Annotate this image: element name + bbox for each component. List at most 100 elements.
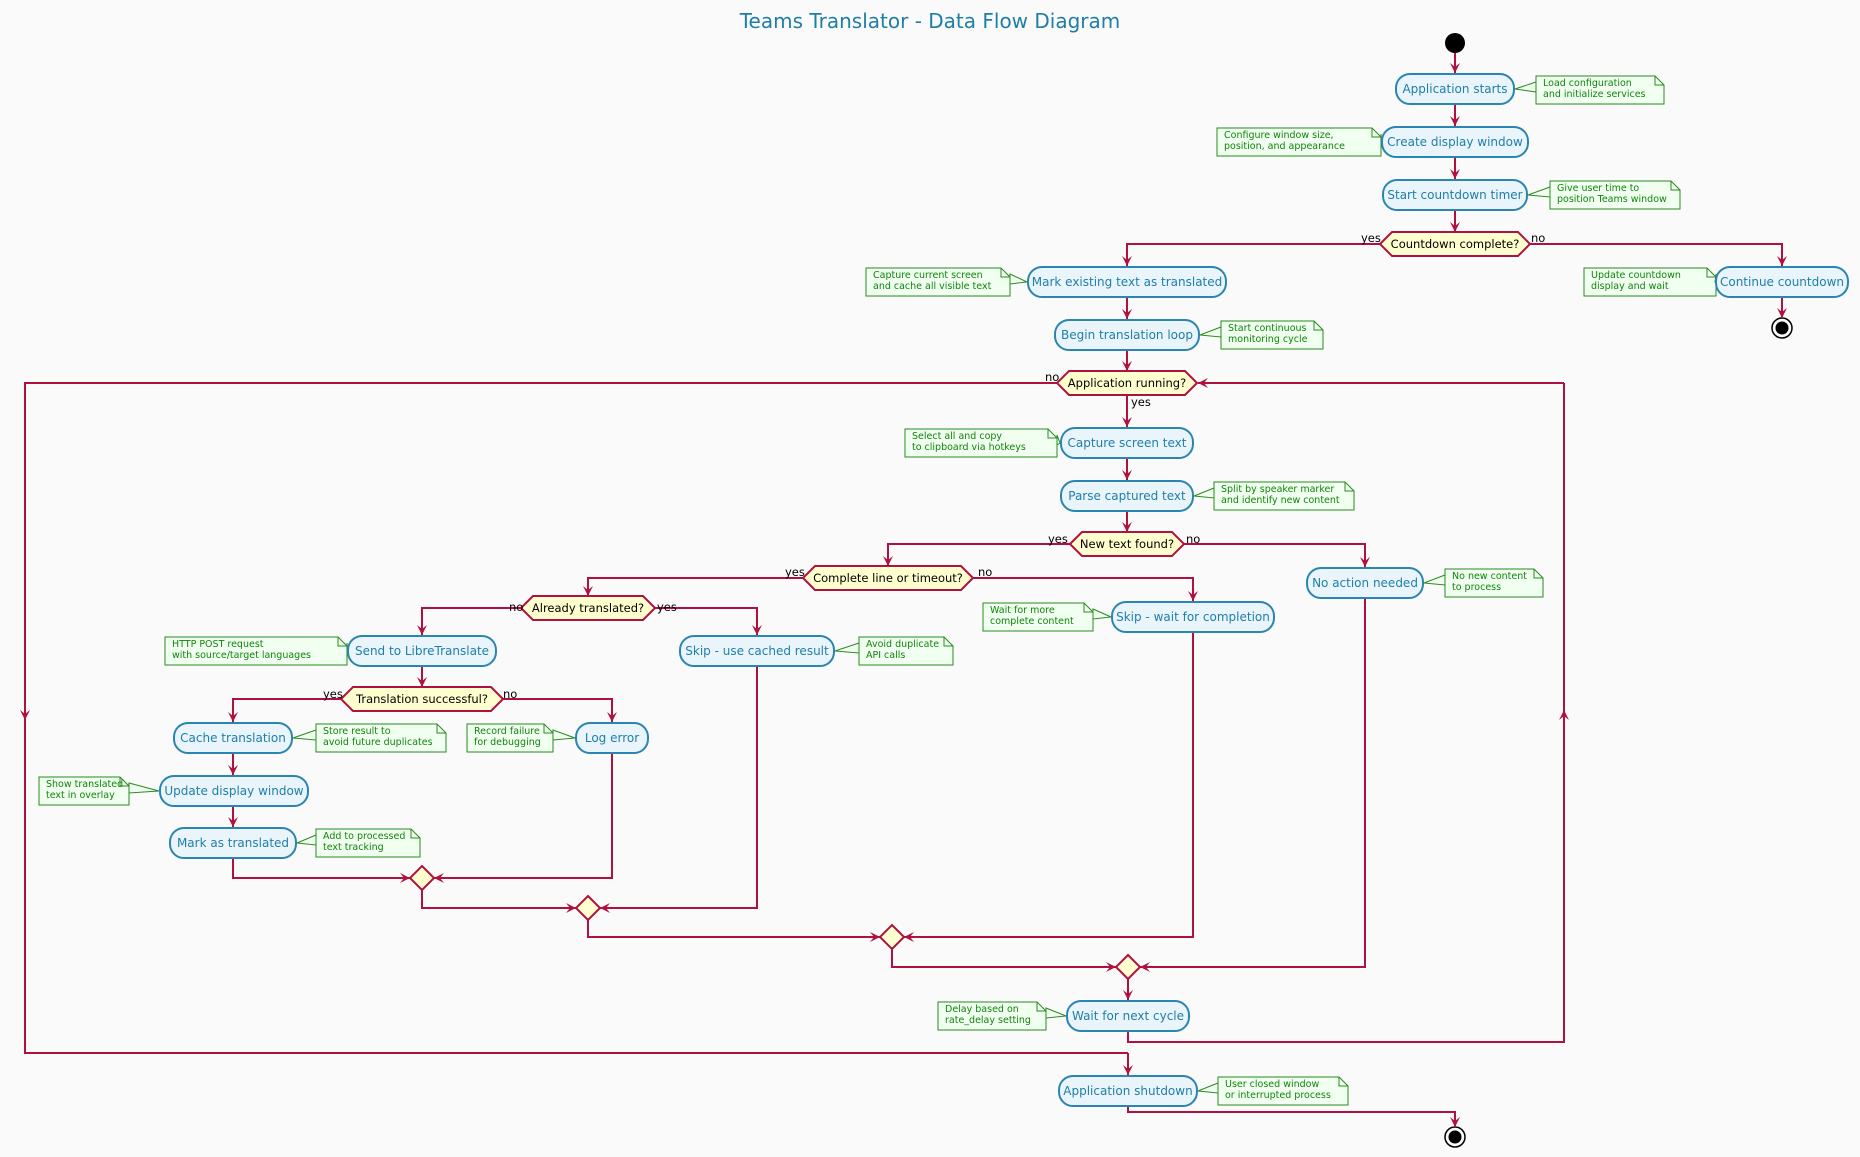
note-fold: [410, 829, 420, 839]
arrow-head: [1122, 309, 1132, 319]
note-pointer: [1009, 273, 1029, 285]
flow-line: [655, 607, 758, 635]
activity-skip-wait: Skip - wait for completion: [1111, 601, 1275, 633]
note-text-parse-text: Split by speaker marker and identify new…: [1221, 484, 1340, 506]
note-pointer: [1045, 1007, 1067, 1019]
note-pointer: [1193, 487, 1215, 499]
note-no-action: [1444, 568, 1544, 598]
arrow-head: [400, 873, 410, 883]
note-text-cache-translation: Store result to avoid future duplicates: [323, 726, 433, 748]
flow-line: [1530, 243, 1783, 266]
branch-no-label: no: [1531, 231, 1546, 245]
note-text-wait-cycle: Delay based on rate_delay setting: [945, 1004, 1031, 1026]
arrow-head: [1450, 222, 1460, 232]
flow-line: [904, 633, 1194, 938]
note-parse-text: [1213, 481, 1355, 511]
diagram-title: Teams Translator - Data Flow Diagram: [739, 9, 1121, 33]
note-skip-wait: [982, 602, 1094, 632]
activity-send-libre: Send to LibreTranslate: [347, 635, 497, 667]
decision-label-translation-success: Translation successful?: [356, 692, 488, 706]
arrow-head: [434, 873, 444, 883]
flow-line: [1126, 243, 1380, 266]
decision-label-app-running: Application running?: [1067, 376, 1187, 390]
note-app-start: [1535, 75, 1665, 105]
arrow-head: [904, 932, 914, 942]
branch-yes-label: yes: [1131, 395, 1151, 409]
arrow-head: [228, 765, 238, 775]
note-text-start-countdown: Give user time to position Teams window: [1557, 183, 1667, 205]
arrow-head: [20, 710, 30, 720]
activity-update-display: Update display window: [159, 775, 309, 807]
arrow-head: [1360, 557, 1370, 567]
arrow-head: [1559, 710, 1569, 720]
arrow-head: [1123, 1065, 1133, 1075]
merge-node: [1114, 953, 1142, 981]
arrow-head: [1123, 990, 1133, 1000]
note-cache-translation: [315, 723, 447, 753]
decision-label-already-translated: Already translated?: [531, 601, 645, 615]
branch-no-label: no: [503, 687, 518, 701]
note-text-mark-translated: Add to processed text tracking: [323, 831, 406, 853]
note-fold: [543, 724, 553, 734]
flow-line: [232, 859, 410, 879]
note-text-no-action: No new content to process: [1452, 571, 1527, 593]
note-text-capture-text: Select all and copy to clipboard via hot…: [912, 431, 1026, 453]
note-fold: [337, 637, 347, 647]
note-text-update-display: Show translated text in overlay: [46, 779, 124, 801]
note-fold: [1670, 181, 1680, 191]
arrow-head: [1122, 361, 1132, 371]
arrow-head: [1188, 591, 1198, 601]
note-fold: [1036, 1002, 1046, 1012]
arrow-head: [1140, 962, 1150, 972]
arrow-head: [1122, 522, 1132, 532]
note-fold: [1047, 429, 1057, 439]
activity-start-countdown: Start countdown timer: [1382, 179, 1528, 211]
branch-no-label: no: [1186, 532, 1201, 546]
flow-line: [1140, 599, 1366, 968]
note-text-app-start: Load configuration and initialize servic…: [1543, 78, 1646, 100]
branch-yes-label: yes: [657, 600, 677, 614]
flow-line: [434, 754, 613, 879]
note-text-shutdown: User closed window or interrupted proces…: [1225, 1079, 1331, 1101]
activity-mark-translated: Mark as translated: [169, 827, 297, 859]
activity-wait-cycle: Wait for next cycle: [1066, 1000, 1190, 1032]
note-wait-cycle: [937, 1001, 1047, 1031]
arrow-head: [1450, 63, 1460, 73]
arrow-head: [1122, 417, 1132, 427]
branch-yes-label: yes: [323, 687, 343, 701]
note-fold: [1706, 268, 1716, 278]
note-text-create-window: Configure window size, position, and app…: [1224, 130, 1345, 152]
note-pointer: [1199, 326, 1222, 338]
note-skip-cached: [858, 636, 954, 666]
note-fold: [943, 637, 953, 647]
flow-line: [891, 949, 1116, 968]
arrow-head: [566, 903, 576, 913]
note-fold: [119, 777, 129, 787]
flow-line: [887, 543, 1070, 566]
flow-line: [587, 920, 880, 938]
flow-line: [587, 577, 803, 596]
arrow-head: [417, 625, 427, 635]
activity-cache-translation: Cache translation: [173, 722, 293, 754]
note-fold: [1371, 128, 1381, 138]
note-fold: [1313, 321, 1323, 331]
flow-line: [421, 890, 576, 909]
arrow-head: [870, 932, 880, 942]
activity-create-window: Create display window: [1381, 126, 1529, 158]
arrow-head: [607, 712, 617, 722]
merge-node: [408, 864, 436, 892]
note-shutdown: [1217, 1076, 1349, 1106]
flow-line: [1184, 543, 1366, 567]
note-pointer: [1092, 608, 1113, 620]
merge-node: [878, 923, 906, 951]
flow-line: [503, 698, 613, 722]
decision-label-new-text: New text found?: [1079, 537, 1175, 551]
note-mark-translated: [315, 828, 421, 858]
activity-begin-loop: Begin translation loop: [1054, 319, 1200, 351]
activity-app-start: Application starts: [1395, 73, 1515, 105]
note-text-mark-existing: Capture current screen and cache all vis…: [873, 270, 992, 292]
note-start-countdown: [1549, 180, 1681, 210]
note-text-skip-wait: Wait for more complete content: [990, 605, 1074, 627]
